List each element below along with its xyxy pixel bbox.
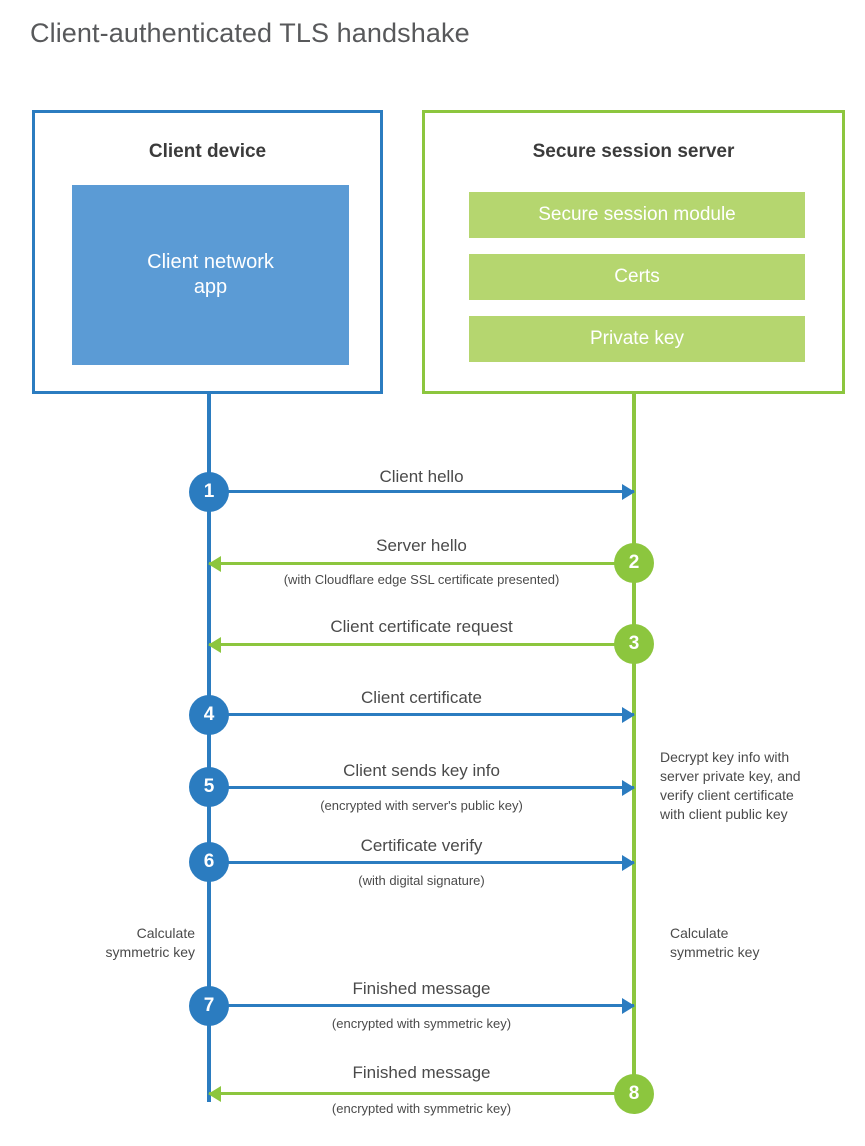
step-marker-7: 7 — [189, 986, 229, 1026]
arrow-step-6 — [209, 854, 635, 871]
label-step-7: Finished message — [352, 979, 491, 998]
step-marker-4: 4 — [189, 695, 229, 735]
note-client-calc-line2: symmetric key — [105, 943, 195, 960]
label-step-3: Client certificate request — [330, 617, 513, 636]
arrowhead-icon — [622, 706, 635, 723]
arrowhead-icon — [622, 483, 635, 500]
sublabel-step-5: (encrypted with server's public key) — [320, 798, 523, 813]
note-server-calc-line1: Calculate — [670, 925, 729, 941]
arrow-step-7 — [209, 997, 635, 1014]
secure-session-server-title: Secure session server — [532, 141, 735, 162]
arrowhead-icon — [208, 1085, 221, 1102]
note-server-decrypt-line3: verify client certificate — [660, 786, 794, 803]
secure-session-server-box: Secure session server Secure session mod… — [422, 110, 845, 394]
arrowhead-icon — [622, 854, 635, 871]
step-marker-3: 3 — [614, 624, 654, 664]
sublabel-step-2: (with Cloudflare edge SSL certificate pr… — [283, 572, 560, 587]
label-step-4: Client certificate — [361, 688, 482, 707]
sublabel-step-8: (encrypted with symmetric key) — [331, 1101, 512, 1116]
note-client-calc-line1: Calculate — [136, 925, 195, 941]
label-step-2: Server hello — [376, 536, 467, 555]
arrow-step-8 — [208, 1085, 634, 1102]
arrow-step-1 — [209, 483, 635, 500]
arrow-step-4 — [209, 706, 635, 723]
label-step-5: Client sends key info — [343, 761, 500, 780]
arrow-step-2 — [208, 555, 634, 572]
arrow-step-3 — [208, 636, 634, 653]
note-server-calculate-symmetric-key: Calculate symmetric key — [670, 924, 835, 962]
note-server-decrypt-line1: Decrypt key info with — [660, 749, 790, 765]
note-server-decrypt-line2: server private key, and — [660, 767, 801, 784]
client-app-label-line1: Client network — [147, 251, 274, 273]
note-client-calculate-symmetric-key: Calculate symmetric key — [40, 924, 195, 962]
step-marker-6: 6 — [189, 842, 229, 882]
client-device-title: Client device — [148, 141, 267, 162]
client-lifeline — [207, 394, 211, 1102]
step-marker-1: 1 — [189, 472, 229, 512]
arrowhead-icon — [208, 555, 221, 572]
step-marker-2: 2 — [614, 543, 654, 583]
arrowhead-icon — [208, 636, 221, 653]
note-server-calc-line2: symmetric key — [670, 943, 760, 960]
server-component-private-key: Private key — [469, 316, 805, 362]
step-marker-8: 8 — [614, 1074, 654, 1114]
label-step-6: Certificate verify — [360, 836, 483, 855]
sublabel-step-7: (encrypted with symmetric key) — [331, 1016, 512, 1031]
client-app-label-line2: app — [193, 276, 228, 298]
arrow-step-5 — [209, 779, 635, 796]
server-component-certs: Certs — [469, 254, 805, 300]
note-server-decrypt-line4: with client public key — [660, 805, 788, 822]
arrowhead-icon — [622, 997, 635, 1014]
server-lifeline — [632, 394, 636, 1094]
client-network-app-block: Client network app — [72, 185, 349, 365]
sublabel-step-6: (with digital signature) — [358, 873, 485, 888]
arrowhead-icon — [622, 779, 635, 796]
client-device-box: Client device Client network app — [32, 110, 383, 394]
server-component-secure-session-module: Secure session module — [469, 192, 805, 238]
label-step-8: Finished message — [352, 1063, 491, 1082]
label-step-1: Client hello — [379, 467, 464, 486]
note-server-decrypt: Decrypt key info with server private key… — [660, 748, 845, 824]
step-marker-5: 5 — [189, 767, 229, 807]
page-title: Client-authenticated TLS handshake — [30, 18, 470, 48]
